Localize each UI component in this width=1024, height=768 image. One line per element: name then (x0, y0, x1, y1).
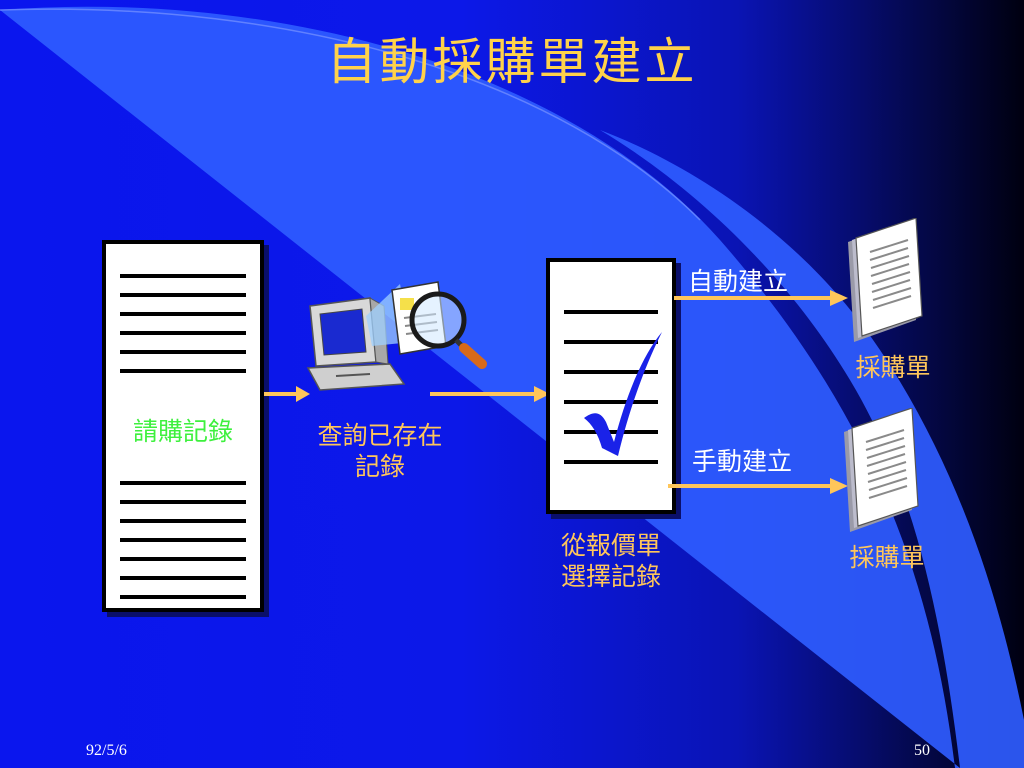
quote-label-line1: 從報價單 (560, 531, 661, 560)
query-label-line2: 記錄 (354, 452, 405, 481)
auto-create-label: 自動建立 (687, 267, 788, 296)
checkmark-icon (584, 332, 662, 456)
arrow-auto-create (674, 290, 848, 306)
document-stack-icon (844, 408, 919, 532)
quote-selection-document (546, 258, 676, 514)
query-existing-records-label: 查詢已存在 記錄 (300, 420, 460, 482)
arrow-query-to-quote (430, 386, 550, 402)
purchase-order-manual-label: 採購單 (849, 543, 925, 572)
document-stack-icon (848, 218, 923, 342)
footer-date: 92/5/6 (86, 742, 127, 759)
quote-label-line2: 選擇記錄 (560, 562, 661, 591)
query-label-line1: 查詢已存在 (317, 421, 443, 450)
arrow-manual-create (668, 478, 848, 494)
computer-magnifier-icon (306, 281, 487, 391)
select-from-quote-label: 從報價單 選擇記錄 (530, 530, 692, 592)
slide-title: 自動採購單建立 (326, 33, 698, 91)
arrow-requisition-to-query (264, 386, 310, 402)
requisition-records-label: 請購記錄 (132, 417, 233, 446)
purchase-order-auto-label: 採購單 (855, 353, 931, 382)
requisition-records-document (102, 240, 264, 612)
page-number: 50 (914, 742, 930, 759)
manual-create-label: 手動建立 (691, 447, 792, 476)
